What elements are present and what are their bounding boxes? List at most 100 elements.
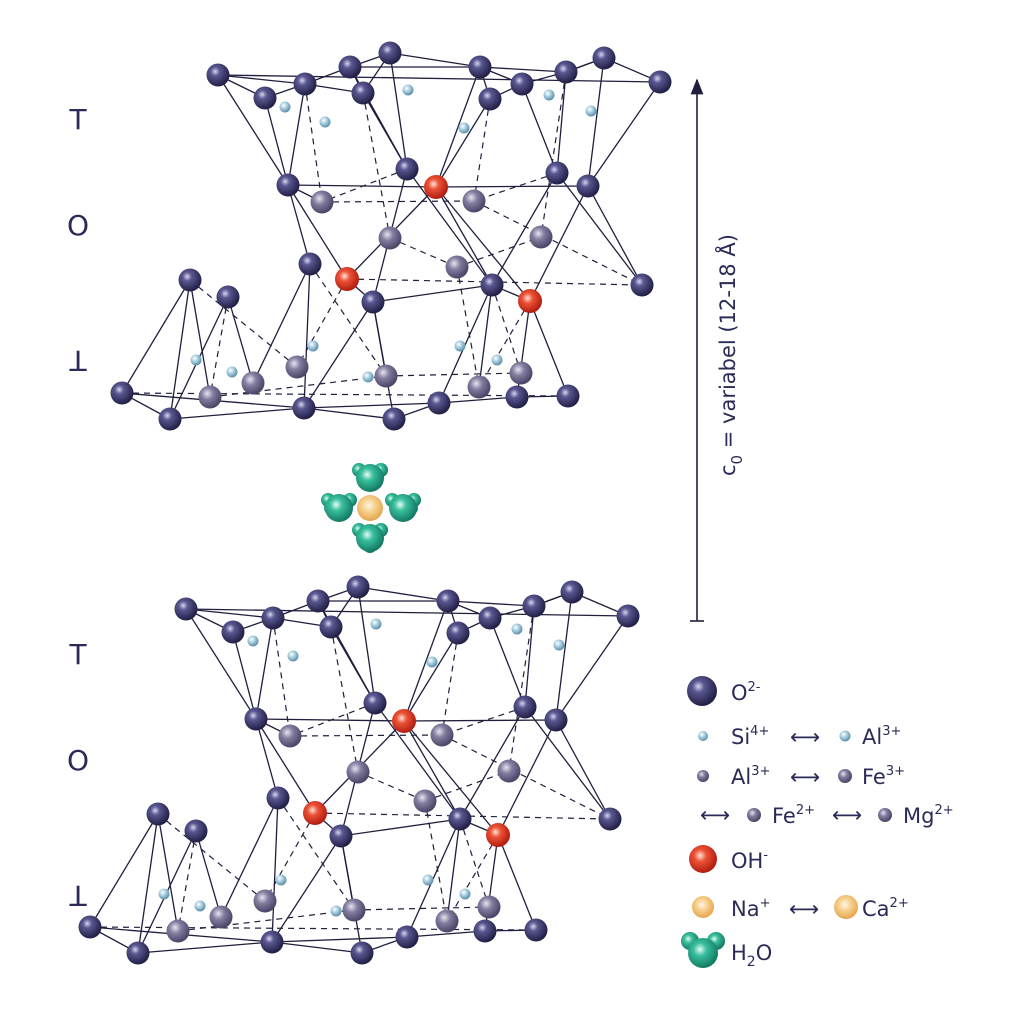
hidden-bond-line [309, 263, 387, 377]
bond-line [435, 98, 491, 188]
octahedral-cation-atom [342, 898, 366, 922]
hidden-bond-line [389, 237, 458, 268]
oxygen-atom [178, 268, 202, 292]
legend: O2- Si4+ ⟷ Al3+ Al3+ ⟷ Fe3+ ⟷ Fe2+ ⟷ Mg2 [681, 676, 954, 970]
bond-line [357, 586, 376, 704]
bond-line [271, 835, 342, 943]
bond-line [340, 818, 461, 837]
oxygen-atom [616, 604, 640, 628]
bond-line [303, 263, 311, 409]
hydroxyl-group [486, 823, 510, 847]
lower-tot-sheet [78, 575, 640, 965]
legend-tet-al-swatch [839, 730, 851, 742]
bond-line [479, 66, 567, 73]
bond-line [232, 631, 257, 720]
oxygen-atom [351, 81, 375, 105]
tetrahedral-cation-atom [402, 84, 414, 96]
bond-line [372, 301, 387, 377]
upper-sheet-atoms [110, 41, 672, 431]
bond-line [529, 300, 569, 397]
oxygen-atom [261, 606, 285, 630]
tetrahedral-cation-atom [247, 635, 259, 647]
legend-oct-al-label: Al3+ [731, 764, 770, 789]
legend-cation-swap-arrow: ⟷ [789, 897, 819, 921]
hidden-bond-line [456, 236, 542, 268]
oxygen-atom [427, 391, 451, 415]
oxygen-atom [510, 72, 534, 96]
legend-tet-al-label: Al3+ [862, 724, 901, 749]
hidden-bond-line [540, 71, 567, 238]
bond-line [185, 608, 274, 619]
tetrahedral-cation-atom [426, 656, 438, 668]
tetrahedral-cation-atom [585, 105, 597, 117]
bond-line [435, 185, 589, 188]
bond-line [255, 718, 316, 814]
bond-line [137, 813, 159, 954]
bond-line [340, 835, 355, 911]
bond-line [524, 605, 535, 708]
bond-line [271, 936, 408, 943]
bond-line [403, 720, 461, 820]
bond-line [438, 284, 493, 404]
legend-hydroxyl-label: OH- [731, 848, 768, 873]
tetrahedral-cation-atom [330, 905, 342, 917]
oxygen-atom [478, 87, 502, 111]
bond-line [169, 279, 191, 420]
oxygen-atom [556, 384, 580, 408]
bond-line [406, 168, 493, 286]
legend-mg-swatch [878, 808, 892, 822]
octahedral-cation-atom [430, 723, 454, 747]
oxygen-atom [78, 915, 102, 939]
hidden-bond-line [89, 926, 537, 931]
hidden-bond-line [446, 834, 499, 922]
bond-line [406, 818, 461, 938]
oxygen-atom [306, 589, 330, 613]
hidden-bond-line [508, 605, 535, 772]
bond-line [287, 184, 348, 280]
oxygen-atom [293, 72, 317, 96]
bond-line [521, 83, 558, 174]
tetrahedral-cation-atom [190, 354, 202, 366]
octahedral-cation-atom [346, 760, 370, 784]
tetrahedral-cation-atom [287, 650, 299, 662]
upper-tetrahedral-bottom-label: T [69, 344, 88, 377]
bond-line [529, 185, 589, 302]
bond-line [406, 930, 486, 938]
hidden-bond-line [353, 906, 490, 911]
legend-fe2-label: Fe2+ [772, 803, 815, 828]
legend-ca-label: Ca2+ [862, 896, 909, 921]
oxygen-atom [446, 621, 470, 645]
octahedral-cation-atom [198, 385, 222, 409]
bond-line [255, 718, 279, 799]
oxygen-atom [468, 55, 492, 79]
octahedral-cation-atom [497, 759, 521, 783]
oxygen-atom [260, 930, 284, 954]
oxygen-atom [276, 173, 300, 197]
bond-line [287, 184, 311, 265]
bond-line [252, 263, 311, 384]
octahedral-cation-atom [253, 889, 277, 913]
octahedral-cation-atom [278, 724, 302, 748]
bond-line [271, 941, 363, 954]
oxygen-atom [382, 407, 406, 431]
oxygen-atom [221, 620, 245, 644]
bond-line [524, 706, 611, 820]
octahedral-cation-atom [378, 226, 402, 250]
octahedral-cation-atom [413, 789, 437, 813]
oxygen-atom [478, 606, 502, 630]
hidden-bond-line [473, 172, 558, 202]
hidden-bond-line [330, 626, 359, 773]
hidden-bond-line [209, 296, 229, 398]
bond-line [330, 626, 376, 704]
oxygen-atom [292, 396, 316, 420]
bond-line [374, 702, 461, 820]
bond-line [389, 52, 481, 68]
oxygen-atom [395, 157, 419, 181]
hidden-bond-line [321, 200, 475, 203]
bond-line [217, 74, 289, 186]
legend-ca-swatch [834, 895, 858, 919]
hydroxyl-group [303, 801, 327, 825]
hidden-bond-line [459, 818, 490, 908]
oxygen-atom [363, 691, 387, 715]
bond-line [555, 719, 611, 820]
